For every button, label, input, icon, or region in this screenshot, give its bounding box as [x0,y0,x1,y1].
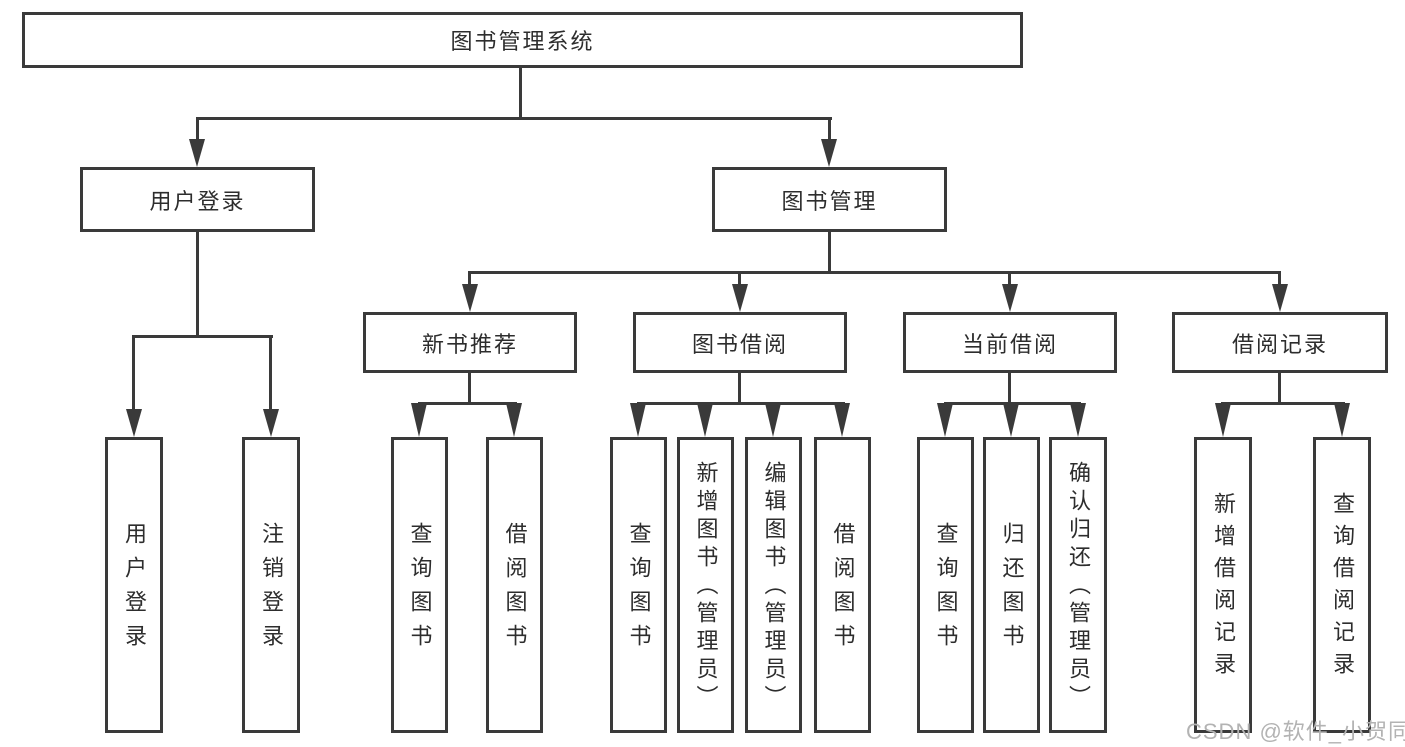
leaf-add-books-admin: 新增图书（管理员） [677,437,734,733]
connector-user-login-drop-left [132,335,135,413]
leaf-query-books-current: 查询图书 [917,437,974,733]
leaf-label: 借阅图书 [502,522,528,658]
leaf-label: 查询借阅记录 [1330,492,1355,684]
node-library-management-system: 图书管理系统 [22,12,1023,68]
arrowhead-down [732,284,748,312]
connector-level1-horizontal [196,117,832,120]
arrowhead-down [821,139,837,167]
arrowhead-down [1215,403,1231,437]
connector-book-management-stem [828,232,831,273]
leaf-label: 编辑图书（管理员） [761,461,787,713]
arrowhead-down [1334,403,1350,437]
node-book-management: 图书管理 [712,167,947,232]
arrowhead-down [1272,284,1288,312]
connector-level1-stem-left [196,117,199,145]
leaf-return-books: 归还图书 [983,437,1040,733]
node-label: 用户登录 [149,188,246,214]
connector-level1-stem-right [828,117,831,145]
node-current-borrowing: 当前借阅 [903,312,1117,373]
leaf-query-books-borrowing: 查询图书 [610,437,667,733]
connector-borrowing-horizontal [637,402,845,405]
node-new-book-recommendation: 新书推荐 [363,312,577,373]
arrowhead-down [937,403,953,437]
leaf-query-borrow-record: 查询借阅记录 [1313,437,1371,733]
arrowhead-down [834,403,850,437]
leaf-label: 借阅图书 [830,522,856,658]
connector-user-login-stem [196,232,199,337]
leaf-label: 查询图书 [933,522,959,658]
node-label: 新书推荐 [421,331,518,357]
connector-borrowing-stem [738,371,741,404]
connector-records-stem [1278,371,1281,404]
connector-user-login-horizontal [133,335,273,338]
node-label: 图书借阅 [691,331,788,357]
leaf-label: 新增借阅记录 [1211,492,1236,684]
leaf-label: 用户登录 [122,522,147,658]
leaf-label: 确认归还（管理员） [1066,461,1091,713]
leaf-edit-books-admin: 编辑图书（管理员） [745,437,802,733]
node-book-borrowing: 图书借阅 [633,312,847,373]
connector-user-login-drop-right [269,335,272,413]
node-borrowing-records: 借阅记录 [1172,312,1388,373]
arrowhead-down [1003,403,1019,437]
arrowhead-down [189,139,205,167]
connector-level2-drop [1278,271,1281,287]
csdn-watermark: CSDN @软件_小贺同学 [1186,719,1405,744]
connector-current-stem [1008,371,1011,404]
arrowhead-down [263,409,279,437]
arrowhead-down [506,403,522,437]
leaf-borrow-books-borrowing: 借阅图书 [814,437,871,733]
node-label: 当前借阅 [961,331,1058,357]
connector-level2-drop [738,271,741,287]
leaf-add-borrow-record: 新增借阅记录 [1194,437,1252,733]
connector-records-horizontal [1221,402,1345,405]
arrowhead-down [765,403,781,437]
node-label: 图书管理 [781,188,878,214]
leaf-label: 新增图书（管理员） [693,461,719,713]
leaf-borrow-books-recommend: 借阅图书 [486,437,543,733]
leaf-label: 查询图书 [626,522,652,658]
node-label: 借阅记录 [1231,331,1328,357]
arrowhead-down [411,403,427,437]
arrowhead-down [462,284,478,312]
connector-root-stem [519,66,522,120]
leaf-label: 注销登录 [259,522,284,658]
arrowhead-down [1002,284,1018,312]
connector-recommend-stem [468,371,471,404]
arrowhead-down [1070,403,1086,437]
arrowhead-down [126,409,142,437]
node-label: 图书管理系统 [450,29,595,54]
arrowhead-down [697,403,713,437]
connector-level2-drop [1008,271,1011,287]
connector-level2-drop [468,271,471,287]
leaf-user-login: 用户登录 [105,437,163,733]
leaf-logout: 注销登录 [242,437,300,733]
arrowhead-down [630,403,646,437]
connector-recommend-horizontal [418,402,517,405]
connector-level2-horizontal [468,271,1281,274]
node-user-login: 用户登录 [80,167,315,232]
leaf-confirm-return-admin: 确认归还（管理员） [1049,437,1107,733]
leaf-query-books-recommend: 查询图书 [391,437,448,733]
leaf-label: 归还图书 [999,522,1025,658]
leaf-label: 查询图书 [407,522,433,658]
